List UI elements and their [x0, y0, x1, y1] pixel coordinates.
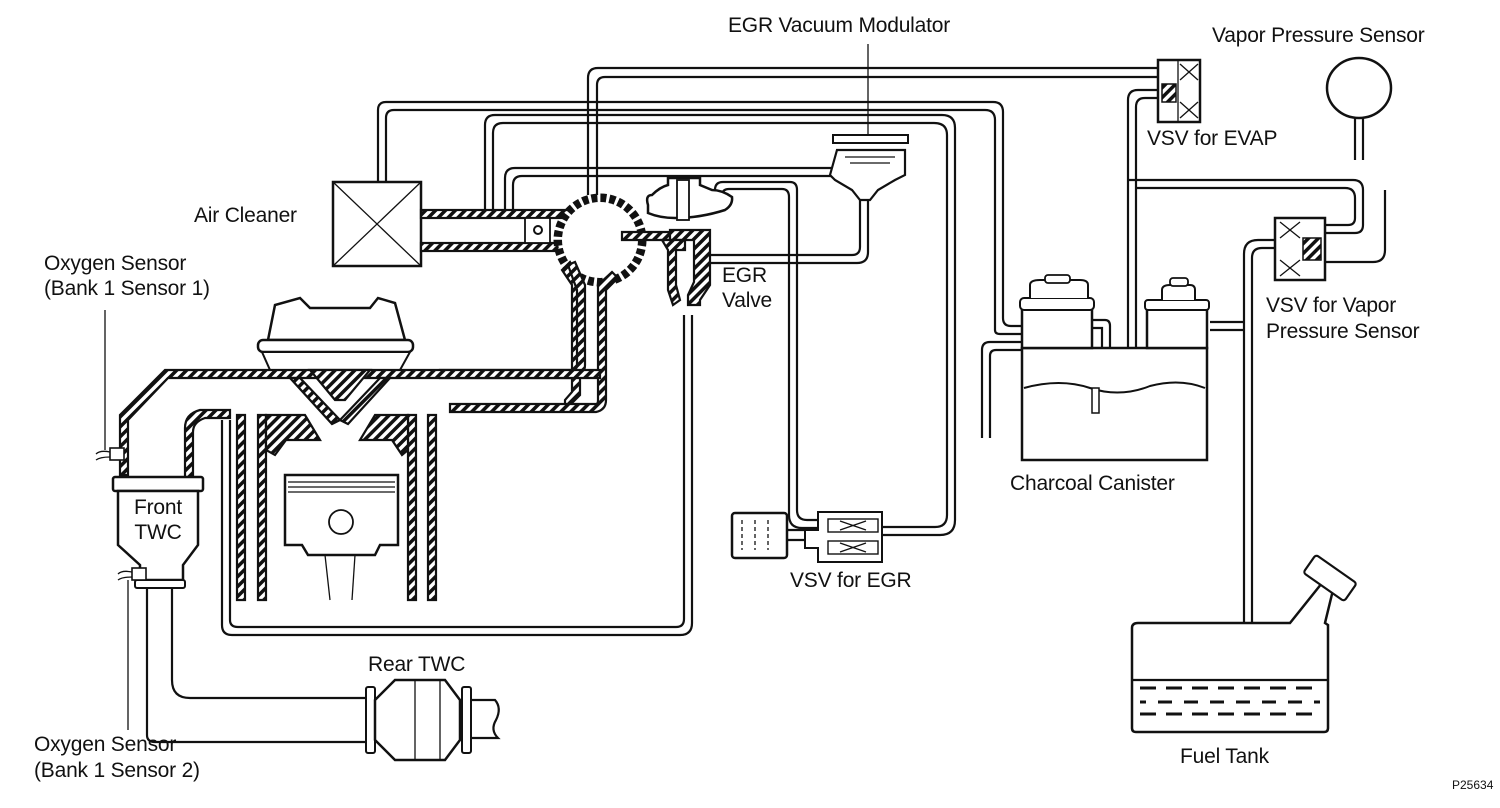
vsv-vapor-label-line2: Pressure Sensor	[1266, 320, 1420, 343]
rear-twc	[365, 678, 501, 762]
front-twc-label-line1: Front	[133, 496, 182, 519]
egr-valve-label-line2: Valve	[722, 289, 772, 312]
front-twc	[111, 475, 370, 744]
fuel-tank	[1130, 554, 1357, 734]
vapor-pressure-sensor	[1325, 56, 1393, 120]
vsv-for-vapor-pressure-sensor	[1273, 216, 1327, 282]
vsv-for-egr	[730, 511, 883, 563]
oxygen-sensor-2-label-line2: (Bank 1 Sensor 2)	[34, 759, 200, 782]
rear-twc-label: Rear TWC	[368, 653, 466, 676]
charcoal-canister	[1019, 274, 1210, 462]
figure-code: P25634	[1452, 778, 1494, 792]
charcoal-canister-label: Charcoal Canister	[1010, 472, 1175, 495]
vapor-pressure-sensor-label: Vapor Pressure Sensor	[1212, 24, 1425, 47]
fuel-tank-label: Fuel Tank	[1180, 745, 1269, 768]
egr-vacuum-modulator-label: EGR Vacuum Modulator	[728, 14, 951, 37]
air-cleaner	[331, 180, 423, 268]
oxygen-sensor-1-label-line2: (Bank 1 Sensor 1)	[44, 277, 210, 300]
front-twc-label-line2: TWC	[134, 521, 182, 544]
vsv-for-egr-label: VSV for EGR	[790, 569, 912, 592]
oxygen-sensor-2-label-line1: Oxygen Sensor	[34, 733, 177, 756]
intake-duct	[419, 193, 647, 414]
egr-valve-label-line1: EGR	[722, 264, 767, 287]
oxygen-sensor-1-label-line1: Oxygen Sensor	[44, 252, 187, 275]
egr-vacuum-modulator	[828, 44, 909, 202]
vsv-for-evap-label: VSV for EVAP	[1147, 127, 1278, 150]
vsv-vapor-label-line1: VSV for Vapor	[1266, 294, 1397, 317]
vacuum-hoses	[220, 66, 1387, 637]
egr-valve	[620, 176, 734, 307]
oxygen-sensors	[95, 310, 147, 730]
engine	[118, 296, 602, 602]
vsv-for-evap	[1156, 58, 1202, 124]
air-cleaner-label: Air Cleaner	[194, 204, 297, 227]
